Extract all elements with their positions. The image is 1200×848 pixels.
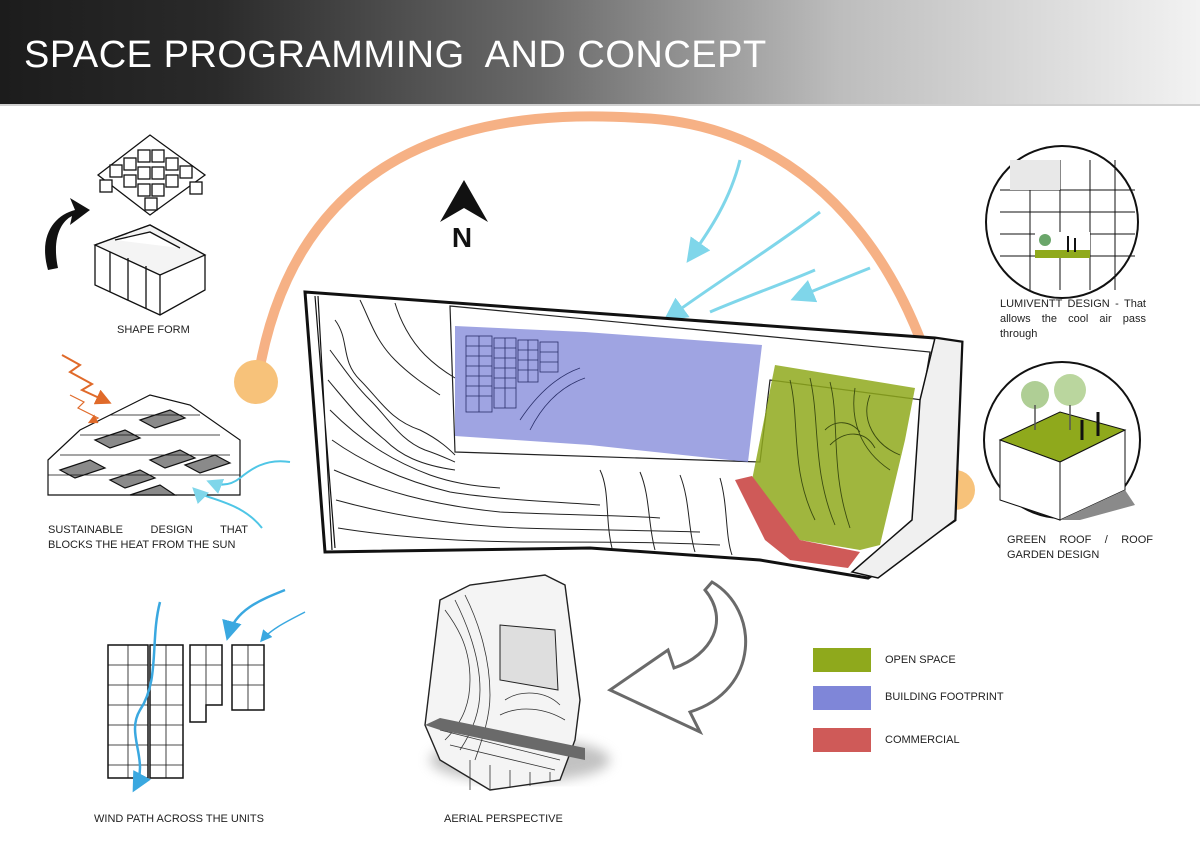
caption-wind-path: WIND PATH ACROSS THE UNITS: [94, 813, 264, 825]
caption-shape-form: SHAPE FORM: [117, 324, 190, 336]
sunrise-dot: [234, 360, 278, 404]
caption-lumiventt-line1: LUMIVENTT DESIGN - That: [1000, 298, 1146, 310]
legend-swatch-building-footprint: [813, 686, 871, 710]
header-banner: [0, 0, 1200, 104]
open-space-zone: [752, 365, 915, 550]
header-divider: [0, 104, 1200, 106]
stepped-block-illustration: [47, 394, 241, 496]
wind-flow-arrows: [132, 588, 306, 793]
legend-swatch-commercial: [813, 728, 871, 752]
caption-sustainable-line1: SUSTAINABLE DESIGN THAT: [48, 524, 248, 536]
caption-green-roof-line1: GREEN ROOF / ROOF: [1007, 534, 1153, 546]
caption-lumiventt-line3: through: [1000, 328, 1038, 340]
commercial-zone: [735, 476, 860, 568]
sun-path-arc: [253, 111, 960, 485]
site-plan: [303, 290, 964, 580]
curved-arrow-icon: [606, 580, 748, 736]
caption-aerial-perspective: AERIAL PERSPECTIVE: [444, 813, 563, 825]
legend-label-commercial: COMMERCIAL: [885, 734, 960, 746]
green-roof-detail: [983, 361, 1141, 521]
legend-label-building-footprint: BUILDING FOOTPRINT: [885, 691, 1004, 703]
wind-path-units-illustration: [107, 644, 265, 779]
cool-air-arrows-icon: [192, 460, 291, 529]
caption-sustainable-line2: BLOCKS THE HEAT FROM THE SUN: [48, 539, 236, 551]
shape-form-illustration: [93, 134, 207, 316]
caption-lumiventt-line2: allows the cool air pass: [1000, 313, 1146, 325]
aerial-model: [424, 574, 610, 791]
transform-arrow-icon: [45, 198, 90, 270]
lumiventt-detail: [985, 145, 1139, 299]
heat-rays-icon: [61, 354, 112, 424]
caption-green-roof-line2: GARDEN DESIGN: [1007, 549, 1100, 561]
wind-arrows: [663, 159, 871, 322]
north-letter: N: [452, 222, 472, 253]
north-arrow-icon: [440, 180, 488, 222]
legend-label-open-space: OPEN SPACE: [885, 654, 956, 666]
legend-swatch-open-space: [813, 648, 871, 672]
page-title: SPACE PROGRAMMING AND CONCEPT: [24, 34, 767, 76]
